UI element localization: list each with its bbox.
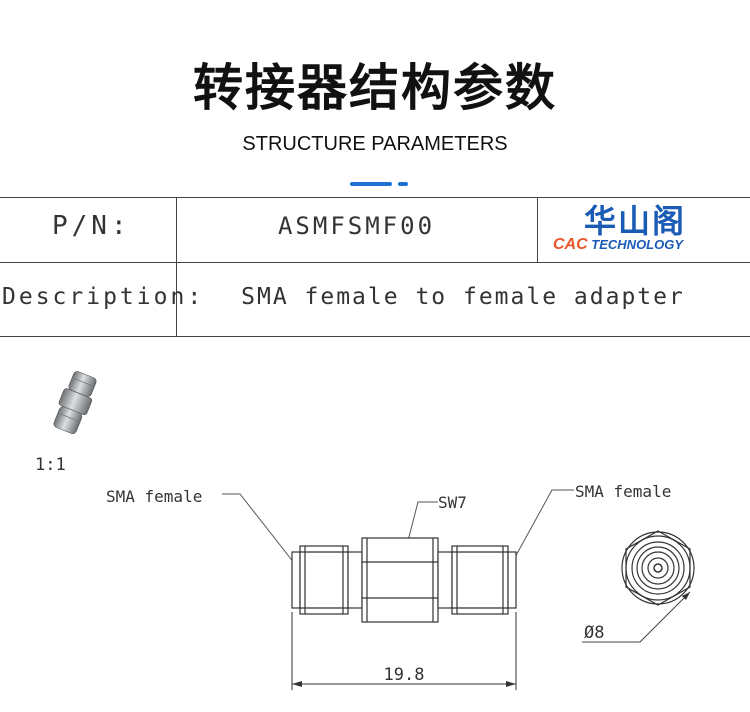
- accent-dot: [398, 182, 408, 186]
- adapter-side-view: [291, 537, 517, 623]
- logo-name-cn: 华山阁: [584, 202, 687, 240]
- length-value: 19.8: [384, 665, 425, 685]
- leader-left: [222, 493, 299, 569]
- logo-brand: CAC TECHNOLOGY: [553, 236, 683, 254]
- table-top-border: [0, 197, 750, 198]
- diameter-leader: [582, 591, 691, 643]
- table-logo-divider: [537, 197, 538, 262]
- table-col-divider: [176, 197, 177, 336]
- accent-bar: [350, 182, 392, 186]
- description-value: SMA female to female adapter: [241, 284, 685, 310]
- label-left: SMA female: [106, 487, 202, 506]
- pn-value: ASMFSMF00: [277, 212, 436, 240]
- scale-label: 1:1: [35, 455, 66, 475]
- page-title: 转接器结构参数: [193, 59, 557, 117]
- technical-drawing: 1:1 SMA female SW7 SMA female: [35, 371, 695, 690]
- leader-right: [507, 489, 574, 571]
- diameter-arrow: [682, 592, 690, 600]
- length-dimension: [291, 612, 517, 690]
- page-subtitle: STRUCTURE PARAMETERS: [242, 133, 508, 155]
- table-bottom-border: [0, 336, 750, 337]
- description-label: Description:: [2, 284, 205, 310]
- adapter-end-view: [621, 530, 695, 606]
- adapter-3d-preview: [53, 371, 97, 434]
- label-right: SMA female: [575, 482, 671, 501]
- logo-brand-rest: TECHNOLOGY: [591, 237, 684, 252]
- logo-brand-short: CAC: [553, 236, 588, 253]
- label-center: SW7: [438, 493, 467, 512]
- diameter-value: Ø8: [584, 623, 604, 643]
- pn-label: P/N:: [52, 211, 131, 241]
- table-row-divider: [0, 262, 750, 263]
